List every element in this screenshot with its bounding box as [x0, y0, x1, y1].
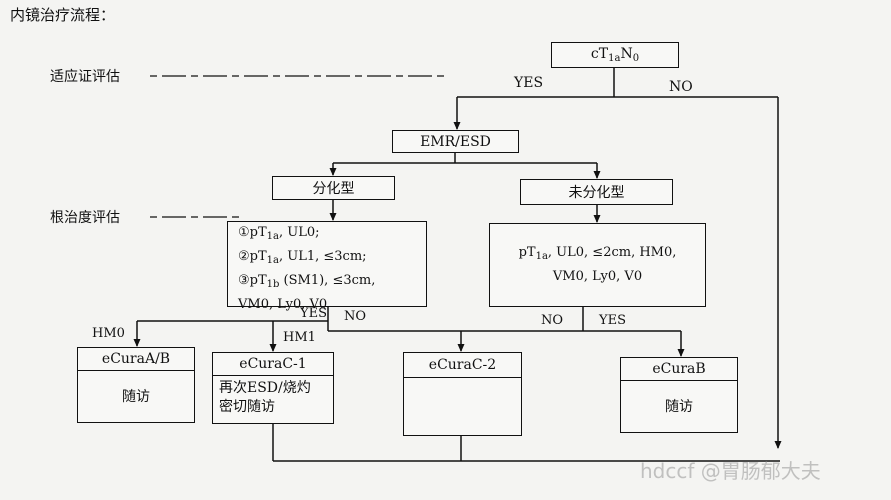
undifferentiated-node: 未分化型 — [520, 179, 673, 205]
page-title: 内镜治疗流程： — [10, 6, 116, 24]
ecura-c1-body-line-2: 密切随访 — [219, 399, 275, 415]
edge-label-hm0: HM0 — [92, 326, 125, 341]
criteria-line-2: ②pT1a, UL1, ≤3cm; — [238, 249, 367, 266]
ecura-ab-body: 随访 — [122, 389, 150, 405]
undiff-criteria-line-2: VM0, Ly0, V0 — [552, 269, 643, 284]
criteria-line-1: ①pT1a, UL0; — [238, 225, 320, 242]
ecura-c1-title: eCuraC-1 — [213, 353, 333, 376]
differentiated-node: 分化型 — [272, 176, 395, 200]
ecura-c2-title: eCuraC-2 — [404, 353, 521, 378]
ecura-c2-box: eCuraC-2 — [403, 352, 522, 436]
edge-label-no-right: NO — [541, 313, 564, 328]
edge-label-yes-right: YES — [599, 313, 626, 328]
emr-esd-node: EMR/ESD — [392, 130, 519, 153]
undiff-criteria-line-1: pT1a, UL0, ≤2cm, HM0, — [518, 245, 677, 262]
criteria-line-3: ③pT1b (SM1), ≤3cm, — [238, 273, 376, 290]
undifferentiated-criteria-box: pT1a, UL0, ≤2cm, HM0, VM0, Ly0, V0 — [489, 223, 706, 307]
start-node-label: cT1aN0 — [590, 46, 640, 64]
ecura-ab-title: eCuraA/B — [78, 348, 194, 371]
ecura-ab-box: eCuraA/B 随访 — [77, 347, 195, 423]
ecura-b-box: eCuraB 随访 — [620, 357, 738, 433]
criteria-line-4: VM0, Ly0, V0 — [238, 297, 328, 312]
watermark: hdccf @胃肠郁大夫 — [640, 459, 821, 483]
indication-assessment-label: 适应证评估 — [50, 69, 120, 85]
edge-label-yes-left: YES — [300, 306, 327, 321]
edge-label-no: NO — [669, 79, 693, 95]
edge-label-yes: YES — [514, 75, 544, 91]
edge-label-hm1: HM1 — [283, 330, 316, 345]
ecura-c1-box: eCuraC-1 再次ESD/烧灼 密切随访 — [212, 352, 334, 424]
start-node: cT1aN0 — [551, 42, 679, 68]
undifferentiated-label: 未分化型 — [568, 185, 625, 201]
differentiated-criteria-box: ①pT1a, UL0; ②pT1a, UL1, ≤3cm; ③pT1b (SM1… — [227, 221, 427, 312]
edge-label-no-left: NO — [344, 309, 367, 324]
differentiated-label: 分化型 — [312, 181, 355, 197]
ecura-b-title: eCuraB — [621, 358, 737, 381]
ecura-c1-body-line-1: 再次ESD/烧灼 — [219, 380, 311, 396]
emr-esd-label: EMR/ESD — [420, 133, 491, 150]
ecura-b-body: 随访 — [665, 399, 693, 415]
curability-assessment-label: 根治度评估 — [50, 210, 120, 226]
